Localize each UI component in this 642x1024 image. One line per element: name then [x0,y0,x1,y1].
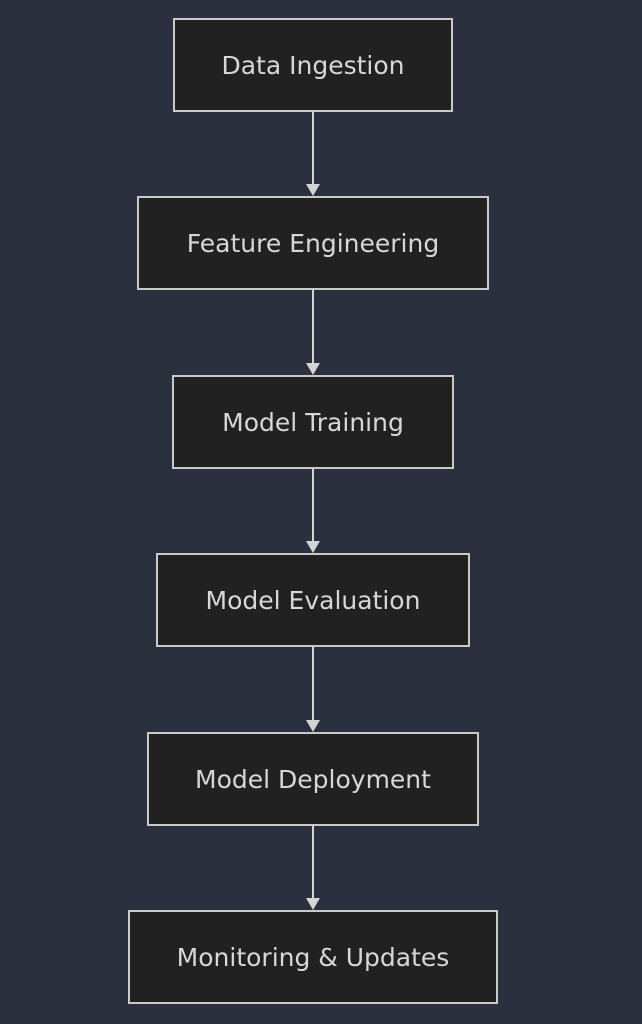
monitoring-updates-node: Monitoring & Updates [128,910,498,1004]
model-deployment-label: Model Deployment [195,764,431,794]
model-evaluation-node: Model Evaluation [156,553,470,647]
monitoring-updates-label: Monitoring & Updates [176,942,450,972]
connector-3 [306,647,320,732]
model-training-node: Model Training [172,375,454,469]
model-training-label: Model Training [222,407,404,437]
model-deployment-node: Model Deployment [147,732,479,826]
connector-0 [306,112,320,196]
connector-2 [306,469,320,553]
feature-engineering-label: Feature Engineering [186,228,440,258]
feature-engineering-node: Feature Engineering [137,196,489,290]
data-ingestion-label: Data Ingestion [221,50,405,80]
model-evaluation-label: Model Evaluation [205,585,421,615]
data-ingestion-node: Data Ingestion [173,18,453,112]
connector-1 [306,290,320,375]
connector-4 [306,826,320,910]
